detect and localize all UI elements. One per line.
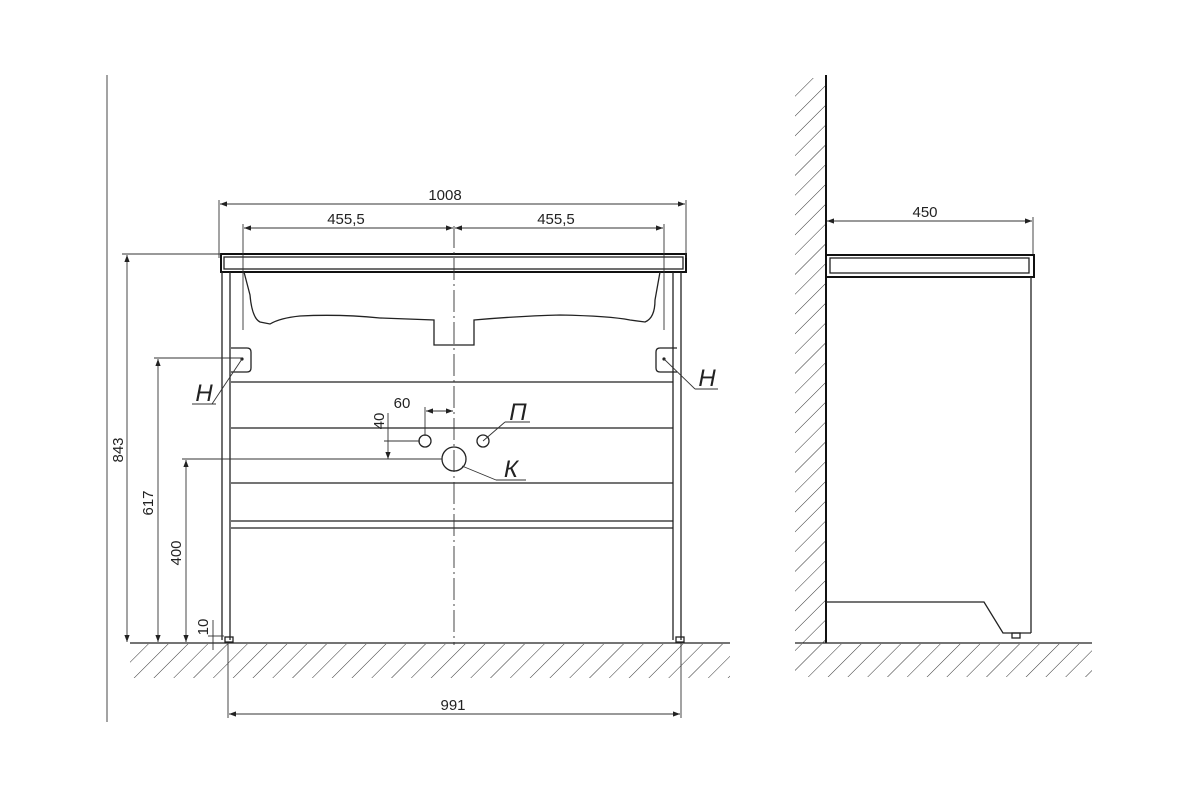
dim-60-label: 60 bbox=[394, 395, 411, 412]
foot-side bbox=[1011, 632, 1021, 639]
dim-left-half-label: 455,5 bbox=[327, 211, 365, 228]
basin-outline bbox=[243, 271, 661, 346]
countertop bbox=[220, 253, 687, 273]
floor-hatch bbox=[130, 644, 730, 678]
foot-left bbox=[224, 636, 234, 643]
dim-450-label: 450 bbox=[912, 204, 937, 221]
bracket-right bbox=[655, 347, 677, 373]
label-drain: К bbox=[504, 456, 520, 483]
dim-40-label: 40 bbox=[371, 413, 388, 430]
wall-hatch bbox=[795, 78, 825, 643]
floor-hatch-side bbox=[795, 644, 1092, 677]
supply-hole-left bbox=[418, 434, 432, 448]
supply-hole-right bbox=[476, 434, 490, 448]
foot-right bbox=[675, 636, 685, 643]
countertop-side bbox=[825, 254, 1035, 278]
dim-10-label: 10 bbox=[195, 619, 212, 636]
dim-991-label: 991 bbox=[440, 697, 465, 714]
bracket-left bbox=[231, 347, 252, 373]
label-bracket-left: Н bbox=[195, 380, 213, 407]
dim-843-label: 843 bbox=[110, 437, 127, 462]
side-view: 450 bbox=[795, 75, 1092, 677]
front-view: 1008 455,5 455,5 60 40 843 617 400 10 99… bbox=[110, 187, 730, 718]
dim-617-label: 617 bbox=[140, 490, 157, 515]
label-bracket-right: Н bbox=[698, 365, 716, 392]
dim-1008-label: 1008 bbox=[428, 187, 461, 204]
dim-right-half-label: 455,5 bbox=[537, 211, 575, 228]
dim-400-label: 400 bbox=[168, 540, 185, 565]
plinth-outline bbox=[826, 601, 1031, 634]
label-water-supply: П bbox=[509, 399, 527, 426]
